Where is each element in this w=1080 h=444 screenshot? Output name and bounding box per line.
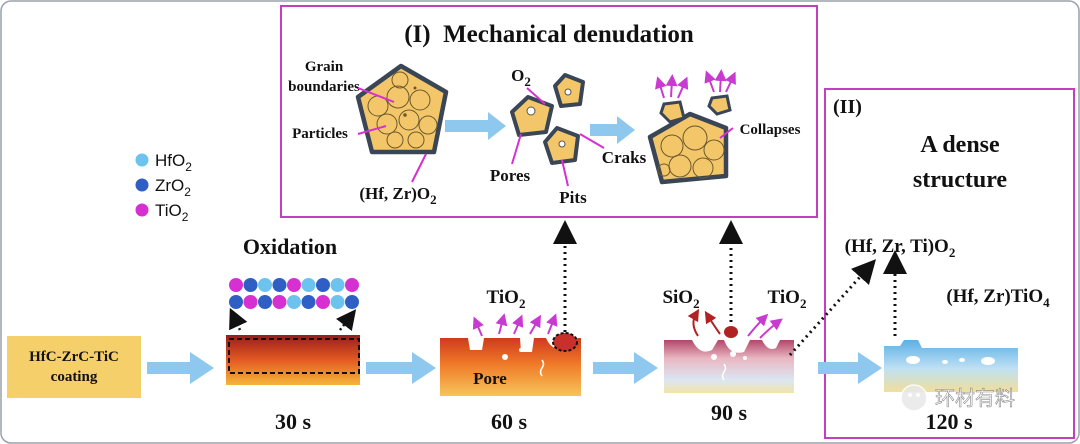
oxide-particle — [229, 278, 243, 292]
label-hf-zr-ti-oxide: (Hf, Zr, Ti)O2 — [845, 236, 956, 260]
label-tio2-60s: TiO2 — [487, 287, 526, 311]
process-arrows — [147, 352, 882, 384]
coating-120s — [884, 340, 1018, 392]
dense-panel-title: (II) — [833, 96, 862, 118]
label-o2: O2 — [511, 66, 531, 89]
legend-swatch — [135, 203, 149, 217]
oxide-particle — [301, 295, 316, 309]
coating-30s — [226, 335, 360, 385]
legend-label: ZrO2 — [155, 176, 191, 199]
label-pores: Pores — [490, 166, 531, 185]
oxide-particle — [345, 278, 359, 292]
oxide-particle — [287, 295, 301, 309]
time-30s: 30 s — [275, 409, 312, 434]
label-tio2-90s: TiO2 — [768, 287, 807, 311]
pore-marks-90s — [711, 351, 747, 360]
crack-90s — [721, 363, 727, 381]
collapsed-grain — [647, 94, 732, 185]
coating-90s — [664, 340, 794, 393]
panel-arrow-1 — [445, 112, 506, 140]
pore-marks-120s — [906, 356, 995, 365]
oxide-particle — [258, 295, 272, 309]
ejection-arrows — [655, 69, 736, 99]
pointer-o2 — [526, 87, 546, 105]
dense-structure-panel — [824, 88, 1075, 439]
pore-highlight-60s — [552, 332, 578, 352]
oxide-particle — [316, 278, 330, 292]
label-pore: Pore — [473, 369, 507, 388]
legend-label: TiO2 — [155, 201, 189, 224]
label-sio2-90s: SiO2 — [662, 287, 699, 311]
oxide-particle-rows — [229, 278, 359, 309]
pointer-oxide — [411, 153, 427, 183]
oxide-particle — [316, 295, 330, 309]
sio2-bubble-90s — [724, 326, 738, 338]
time-120s: 120 s — [925, 409, 973, 434]
legend-swatch — [135, 178, 149, 192]
pointer-cracks — [579, 133, 605, 149]
oxide-particle — [287, 278, 301, 292]
split-grains — [510, 73, 585, 165]
dotted-arrow-left-30s — [229, 307, 248, 331]
tio2-emission-arrows-60s — [472, 313, 558, 337]
dense-panel-line1: A dense — [920, 132, 1000, 158]
label-titanate: (Hf, Zr)TiO4 — [946, 286, 1050, 310]
label-boundaries: boundaries — [288, 79, 360, 95]
pore-marks-60s — [502, 348, 523, 360]
legend-swatch — [135, 153, 149, 167]
label-pits: Pits — [559, 188, 587, 207]
oxide-particle — [243, 278, 258, 292]
dense-panel-line2: structure — [913, 167, 1008, 193]
oxide-particle — [272, 278, 287, 292]
legend-label: HfO2 — [155, 151, 192, 174]
pointer-collapses — [719, 127, 734, 139]
oxide-particle — [345, 295, 359, 309]
label-particles: Particles — [292, 126, 348, 142]
dotted-arrow-diag-90s — [788, 259, 877, 357]
oxide-particle — [229, 295, 243, 309]
label-cracks: Craks — [602, 148, 647, 167]
pointer-pits — [561, 159, 569, 187]
coating-box — [7, 336, 141, 398]
oxide-particle — [258, 278, 272, 292]
oxide-particle — [330, 278, 345, 292]
panel-arrow-2 — [590, 116, 635, 144]
pointer-grain-boundaries — [357, 87, 395, 103]
pointer-pores — [511, 133, 522, 165]
oxide-particle — [330, 295, 345, 309]
label-hf-zr-oxide: (Hf, Zr)O2 — [359, 184, 436, 207]
coating-label-line1: HfC-ZrC-TiC — [29, 349, 119, 365]
coating-label-line2: coating — [51, 369, 98, 385]
oxide-particle — [301, 278, 316, 292]
mechanical-panel-title: (I) Mechanical denudation — [404, 21, 694, 48]
oxidation-title: Oxidation — [243, 234, 337, 259]
time-90s: 90 s — [711, 400, 748, 425]
tio2-emission-arrows-90s — [747, 313, 783, 339]
label-grain: Grain — [305, 59, 344, 75]
watermark-text: 环材有料 — [935, 386, 1015, 410]
pore-dots — [526, 88, 572, 148]
sio2-emission-arrows-90s — [687, 308, 721, 337]
coating-60s — [440, 338, 581, 396]
oxide-particle — [243, 295, 258, 309]
label-collapses: Collapses — [740, 122, 801, 138]
time-60s: 60 s — [491, 409, 528, 434]
oxide-particle — [272, 295, 287, 309]
watermark: 环材有料 — [900, 384, 1015, 412]
crack-60s — [539, 359, 545, 377]
pointer-particles — [357, 125, 387, 135]
oxide-layer-30s — [228, 338, 360, 374]
